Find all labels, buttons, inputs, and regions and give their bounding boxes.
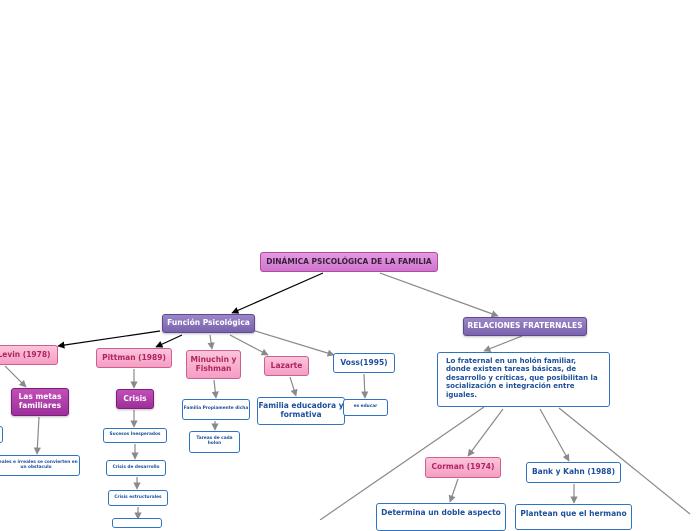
topic-determina-doble-aspecto[interactable]: Determina un doble aspecto	[376, 503, 506, 531]
edge-metas-ideales	[33, 416, 41, 455]
topic-metas-familiares[interactable]: Las metas familiares	[11, 388, 69, 416]
edge-root-relaciones	[379, 272, 499, 318]
topic-es-educar[interactable]: es educar	[343, 399, 388, 416]
topic-levin[interactable]: Levin (1978)	[0, 345, 58, 365]
topic-fraternal-definicion[interactable]: Lo fraternal en un holón familiar, donde…	[437, 352, 610, 407]
edge-funcion-pittman	[155, 334, 183, 348]
topic-lazarte[interactable]: Lazarte	[264, 356, 309, 376]
edge-definicion-right	[558, 407, 691, 515]
edge-minuchin-familia	[211, 379, 219, 399]
edge-relaciones-definicion	[483, 335, 523, 352]
edge-root-funcion	[231, 272, 324, 314]
edge-levin-metas	[4, 365, 27, 388]
topic-relaciones-fraternales[interactable]: RELACIONES FRATERNALES	[463, 317, 587, 336]
edge-funcion-levin	[57, 330, 161, 349]
topic-tareas-holon[interactable]: Tareas de cada holon	[189, 431, 240, 453]
edge-definicion-left	[319, 406, 485, 520]
topic-partial-left[interactable]	[0, 426, 3, 443]
edge-voss-educar	[361, 373, 369, 399]
topic-funcion-psicologica[interactable]: Función Psicológica	[162, 314, 255, 333]
topic-crisis-estructurales[interactable]: Crisis estructurales	[108, 490, 168, 506]
topic-plantean-hermano[interactable]: Plantean que el hermano	[515, 504, 632, 530]
edge-lazarte-educadora	[289, 376, 298, 397]
edge-funcion-lazarte	[229, 334, 269, 356]
topic-bank-kahn[interactable]: Bank y Kahn (1988)	[526, 462, 621, 483]
edge-definicion-bank	[539, 408, 570, 462]
topic-ideales-irreales[interactable]: ideales e irreales se convierten en un o…	[0, 455, 80, 476]
topic-minuchin-fishman[interactable]: Minuchin y Fishman	[186, 350, 241, 379]
topic-sucesos-inesperados[interactable]: Sucesos Inesperados	[103, 428, 167, 443]
topic-pittman[interactable]: Pittman (1989)	[96, 348, 172, 368]
connector-layer	[4, 272, 691, 520]
edge-corman-determina	[448, 478, 459, 503]
topic-familia-propiamente[interactable]: Familia Propiamente dicha	[182, 399, 250, 420]
topic-crisis-desarrollo[interactable]: Crisis de desarrollo	[106, 460, 166, 476]
root-topic[interactable]: DINÁMICA PSICOLÓGICA DE LA FAMILIA	[260, 252, 438, 272]
topic-familia-educadora[interactable]: Familia educadora y formativa	[257, 397, 345, 425]
edge-funcion-minuchin	[207, 334, 215, 350]
topic-voss[interactable]: Voss(1995)	[333, 353, 395, 373]
topic-crisis[interactable]: Crisis	[116, 389, 154, 409]
edge-funcion-voss	[251, 329, 335, 357]
edge-definicion-corman	[467, 408, 504, 457]
topic-corman[interactable]: Corman (1974)	[425, 457, 501, 478]
